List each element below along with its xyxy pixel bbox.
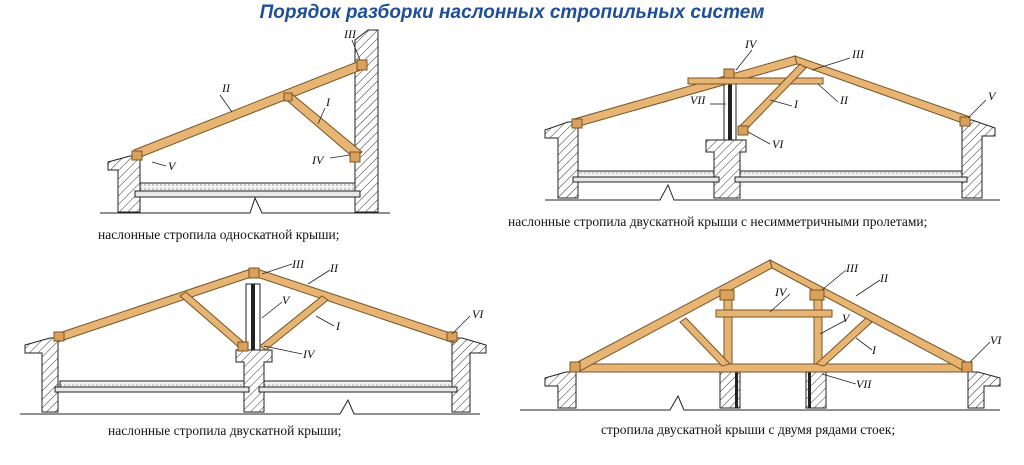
caption-asymmetric-spans: наслонные стропила двускатной крыши с не… — [508, 214, 928, 229]
label-iii: III — [343, 27, 357, 41]
diagram-two-rows-posts: III II IV V I VI VII — [520, 259, 1002, 411]
label-vi: VI — [472, 307, 484, 321]
label-i: I — [793, 97, 799, 111]
label-iv: IV — [302, 347, 316, 361]
label-iv: IV — [744, 37, 758, 51]
label-vii: VII — [690, 93, 706, 107]
label-v: V — [842, 311, 851, 325]
label-ii: II — [839, 93, 849, 107]
caption-two-rows-posts: стропила двускатной крыши с двумя рядами… — [601, 422, 896, 437]
label-vii: VII — [856, 377, 872, 391]
page-title: Порядок разборки наслонных стропильных с… — [259, 2, 765, 23]
label-vi: VI — [990, 333, 1002, 347]
diagram-double-pitch: III II V I IV VI — [20, 257, 487, 415]
diagram-single-pitch: II III I IV V — [100, 27, 390, 214]
label-iii: III — [291, 257, 305, 271]
label-iii: III — [851, 47, 865, 61]
label-i: I — [335, 319, 341, 333]
label-ii: II — [221, 81, 231, 95]
label-iii: III — [845, 261, 859, 275]
label-v: V — [168, 159, 177, 173]
caption-single-pitch: наслонные стропила односкатной крыши; — [98, 227, 340, 242]
label-ii: II — [329, 261, 339, 275]
label-i: I — [871, 343, 877, 357]
label-iv: IV — [774, 285, 788, 299]
caption-double-pitch: наслонные стропила двускатной крыши; — [108, 423, 342, 438]
label-v: V — [282, 293, 291, 307]
diagram-asymmetric-spans: IV III VII I II V VI — [544, 37, 1000, 201]
label-ii: II — [879, 271, 889, 285]
label-v: V — [988, 89, 997, 103]
label-i: I — [325, 95, 331, 109]
label-iv: IV — [311, 153, 325, 167]
label-vi: VI — [772, 137, 784, 151]
